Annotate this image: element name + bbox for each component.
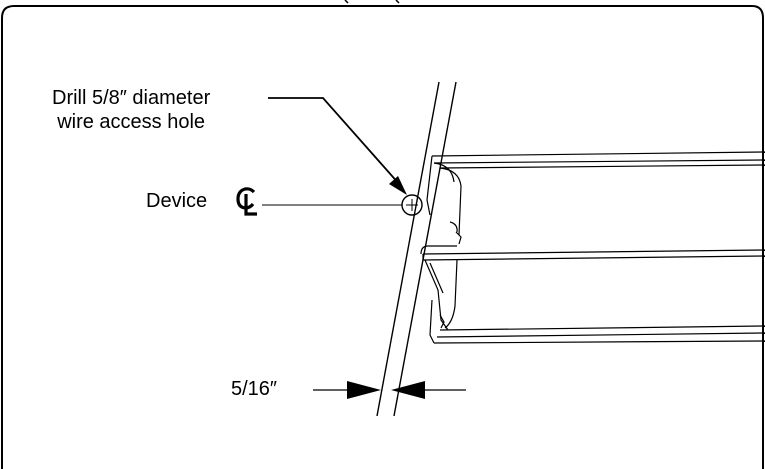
wire-access-hole bbox=[401, 194, 423, 216]
drill-leader bbox=[268, 97, 407, 195]
door-edge bbox=[376, 81, 457, 417]
drill-callout-line2: wire access hole bbox=[57, 111, 206, 133]
dimension-label: 5/16″ bbox=[231, 378, 278, 400]
drill-callout-label: Drill 5/8″ diameter wire access hole bbox=[52, 86, 210, 134]
device-label: Device bbox=[146, 190, 208, 212]
drill-callout-line1: Drill 5/8″ diameter bbox=[52, 87, 211, 109]
dimension-arrows bbox=[313, 381, 466, 399]
diagram-frame bbox=[1, 5, 764, 469]
device-extrusion bbox=[420, 151, 765, 344]
centerline-icon bbox=[236, 187, 257, 216]
clipped-title-remnant bbox=[344, 0, 400, 4]
